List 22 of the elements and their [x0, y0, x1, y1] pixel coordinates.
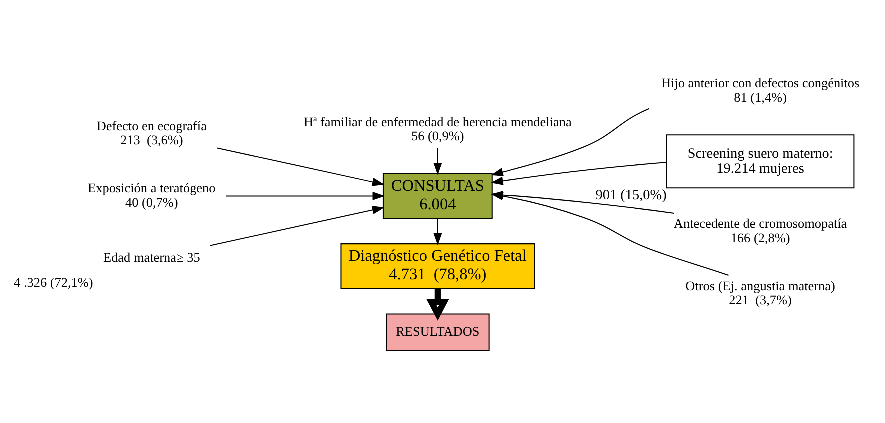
node-text: Hª familiar de enfermedad de herencia mendeliana 56 (0,9%): [304, 114, 572, 144]
node-label: 901 (15,0%): [596, 186, 667, 203]
node-text: Exposición a teratógeno 40 (0,7%): [88, 180, 216, 210]
arrow: [491, 108, 650, 176]
node-box: RESULTADOS: [386, 313, 490, 351]
arrow: [434, 148, 442, 175]
arrow: [491, 192, 729, 276]
arrow: [426, 288, 450, 320]
arrow: [491, 162, 667, 185]
arrow: [226, 191, 385, 200]
arrow: [434, 218, 442, 245]
arrow: [217, 147, 385, 186]
node-text: Otros (Ej. angustia materna) 221 (3,7%): [686, 278, 836, 308]
node-box: CONSULTAS 6.004: [382, 172, 493, 219]
node-box: Screening suero materno: 19.214 mujeres: [666, 134, 855, 188]
node-text: Edad materna≥ 35: [104, 249, 200, 264]
node-label: 4 .326 (72,1%): [14, 274, 94, 290]
node-text: Hijo anterior con defectos congénitos 81 (1,4%): [661, 75, 860, 104]
node-text: Antecedente de cromosomopatía 166 (2,8%): [674, 216, 848, 245]
node-box: Diagnóstico Genético Fetal 4.731 (78,8%): [340, 243, 536, 289]
arrow: [210, 206, 385, 246]
node-text: Defecto en ecografía 213 (3,6%): [96, 118, 207, 148]
